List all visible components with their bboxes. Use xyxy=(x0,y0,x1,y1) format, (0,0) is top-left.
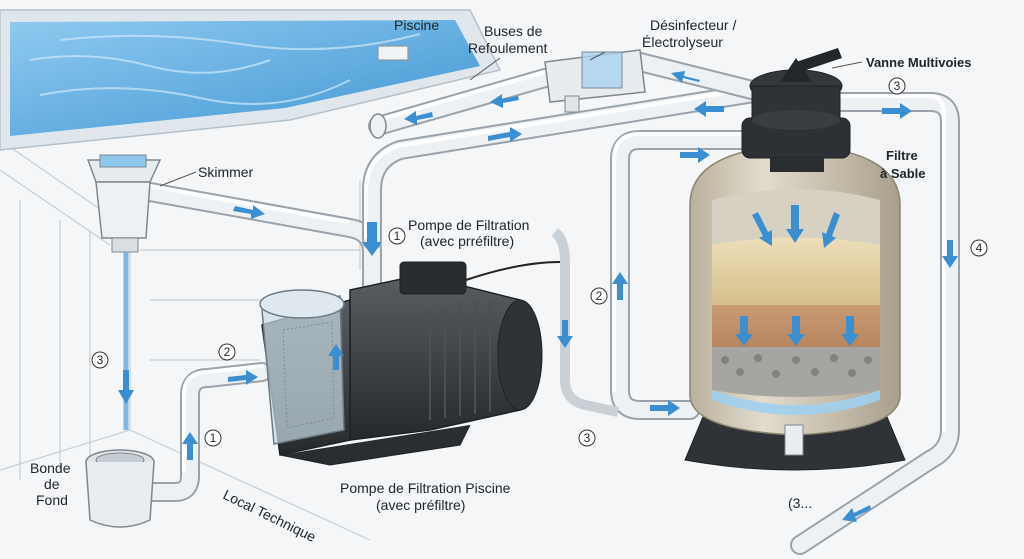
svg-text:3: 3 xyxy=(894,79,901,93)
flow-arrow xyxy=(752,212,772,246)
svg-text:3: 3 xyxy=(97,353,104,367)
flow-arrow xyxy=(786,205,804,243)
label-pompe-top-line1: Pompe de Filtration xyxy=(408,217,529,233)
number-marker-1-bottom: 1 xyxy=(204,429,222,447)
flow-arrow xyxy=(942,240,958,268)
svg-text:2: 2 xyxy=(596,289,603,303)
flow-arrow xyxy=(842,505,871,522)
flow-arrow xyxy=(612,272,628,300)
flow-arrow xyxy=(680,147,710,163)
power-cable xyxy=(465,261,561,281)
number-marker-2-left: 2 xyxy=(218,343,236,361)
flow-arrow xyxy=(841,316,859,346)
pump-junction-box xyxy=(399,261,467,295)
number-marker-1-top: 1 xyxy=(388,227,406,245)
flow-arrow xyxy=(182,432,198,460)
flow-arrow xyxy=(557,320,573,348)
pump xyxy=(259,261,543,466)
flow-arrow xyxy=(882,103,912,119)
number-marker-3-left: 3 xyxy=(91,351,109,369)
flow-arrow xyxy=(328,344,344,370)
label-skimmer: Skimmer xyxy=(198,164,254,180)
flow-arrow xyxy=(694,101,724,117)
secondary-pipe xyxy=(551,228,620,417)
flow-arrow xyxy=(490,94,519,108)
pool xyxy=(0,9,502,151)
label-pompe-bottom-line1: Pompe de Filtration Piscine xyxy=(340,480,511,496)
label-pompe-top-line2: (avec prréfiltre) xyxy=(420,233,514,249)
label-bottom-number: (3... xyxy=(788,495,812,511)
svg-text:3: 3 xyxy=(584,431,591,445)
svg-text:1: 1 xyxy=(394,229,401,243)
svg-text:4: 4 xyxy=(976,241,983,255)
label-bonde-line2: de xyxy=(44,476,60,492)
sand-filter xyxy=(684,144,906,471)
label-piscine: Piscine xyxy=(394,17,439,33)
leader-lines xyxy=(159,51,863,187)
desinfecteur xyxy=(544,49,646,113)
label-vanne: Vanne Multivoies xyxy=(866,55,971,70)
number-marker-3-top-right: 3 xyxy=(888,77,906,95)
label-desinfecteur-line2: Électrolyseur xyxy=(642,34,723,50)
svg-text:2: 2 xyxy=(224,345,231,359)
flow-arrow xyxy=(671,71,700,83)
bonde-de-fond xyxy=(85,449,155,528)
svg-text:1: 1 xyxy=(210,431,217,445)
flow-arrow xyxy=(233,205,265,219)
label-local-technique: Local Technique xyxy=(221,486,319,545)
label-bonde-line1: Bonde xyxy=(30,460,71,476)
label-desinfecteur-line1: Désinfecteur / xyxy=(650,17,736,33)
flow-arrow xyxy=(735,316,753,346)
flow-arrow xyxy=(488,127,522,142)
label-bonde-line3: Fond xyxy=(36,492,68,508)
label-buses-line1: Buses de xyxy=(484,23,543,39)
flow-arrow xyxy=(650,400,680,416)
number-marker-4: 4 xyxy=(970,239,988,257)
flow-arrows xyxy=(118,71,958,522)
label-filtre-line1: Filtre xyxy=(886,148,918,163)
flow-arrow xyxy=(787,316,805,346)
flow-arrow xyxy=(118,370,134,404)
flow-arrow xyxy=(362,222,382,256)
label-buses-line2: Refoulement xyxy=(468,40,547,56)
drain-valve xyxy=(784,424,804,456)
number-marker-2-mid: 2 xyxy=(590,287,608,305)
flow-arrow xyxy=(404,111,433,125)
number-marker-3-mid: 3 xyxy=(578,429,596,447)
buses-de-refoulement xyxy=(369,113,387,139)
flow-arrow xyxy=(228,370,258,385)
pool-skimmer-mouth xyxy=(377,45,409,61)
multiport-valve xyxy=(741,48,851,172)
gravel-layer xyxy=(712,347,880,397)
room-walls xyxy=(0,139,371,541)
flow-arrow xyxy=(822,212,840,248)
label-filtre-line2: à Sable xyxy=(880,166,926,181)
label-pompe-bottom-line2: (avec préfiltre) xyxy=(376,497,465,513)
skimmer xyxy=(86,154,162,253)
